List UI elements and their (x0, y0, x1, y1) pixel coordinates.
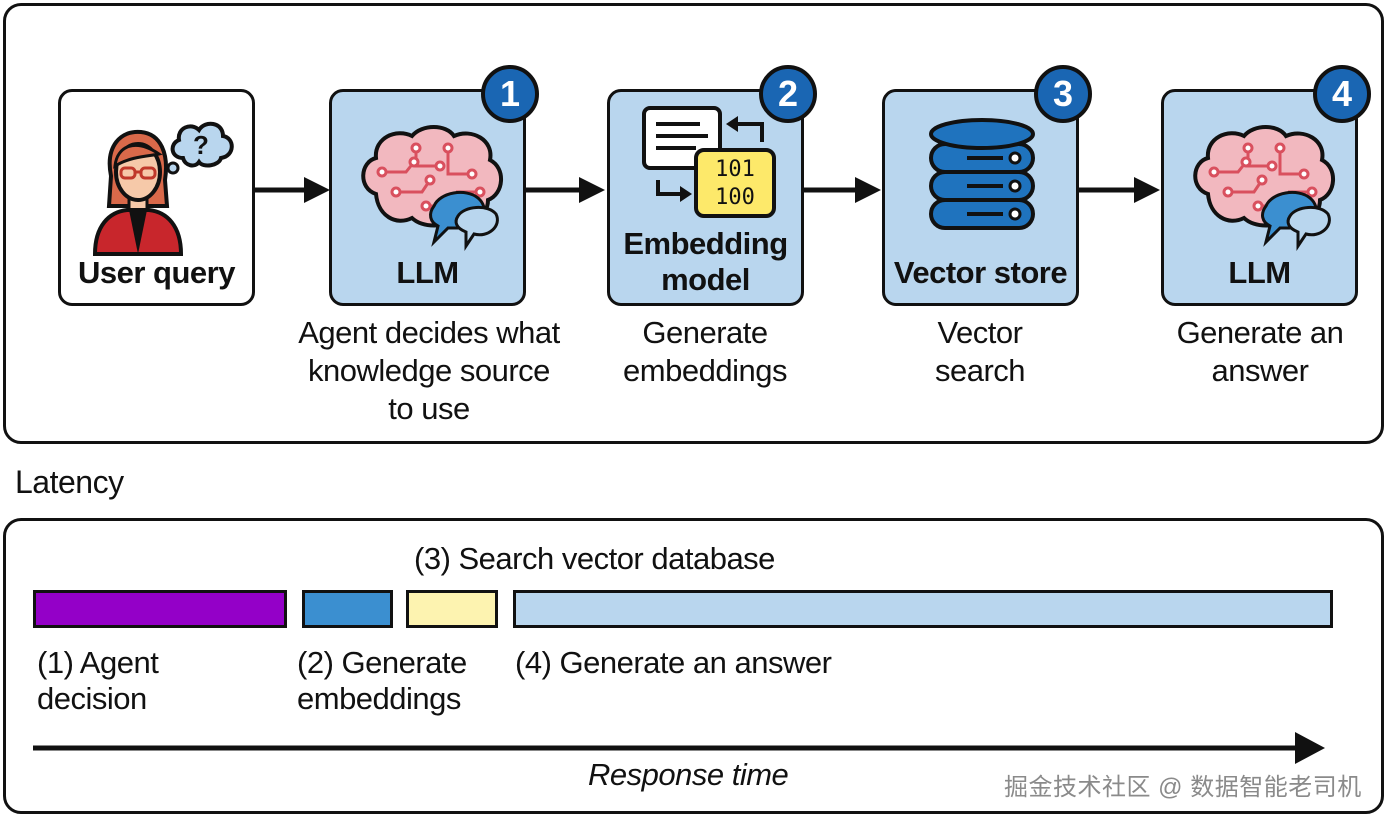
step-badge-2: 2 (759, 65, 817, 123)
step-badge-3: 3 (1034, 65, 1092, 123)
binary-line-1: 101 (715, 157, 755, 182)
latency-panel (3, 518, 1384, 814)
user-question-icon: ? (92, 121, 234, 256)
flow-arrow-2 (525, 177, 605, 203)
bar-generate-answer (512, 590, 1333, 628)
vector-store-node: Vector store (882, 89, 1079, 306)
llm-agent-node: LLM (329, 89, 526, 306)
document-to-binary-icon (642, 106, 776, 218)
llm-answer-node: LLM (1161, 89, 1358, 306)
bar-generate-embeddings (302, 590, 394, 628)
bar-label-generate-answer: (4) Generate an answer (515, 645, 832, 680)
response-time-axis (33, 732, 1325, 764)
step-badge-1: 1 (481, 65, 539, 123)
llm-agent-label: LLM (396, 255, 459, 290)
binary-line-2: 100 (715, 185, 755, 210)
embedding-model-node: 101 100 Embedding model (607, 89, 804, 306)
answer-caption: Generate an answer (1176, 315, 1344, 388)
svg-text:?: ? (193, 130, 209, 160)
flow-arrow-1 (252, 177, 330, 203)
user-query-label: User query (78, 255, 235, 290)
flow-arrow-4 (1078, 177, 1160, 203)
latency-title: Latency (15, 464, 124, 500)
embedding-model-label: Embedding model (623, 226, 788, 297)
database-icon (929, 118, 1035, 230)
bar-label-generate-embeddings: (2) Generate embeddings (297, 645, 467, 716)
bar-agent-decision (33, 590, 287, 628)
vector-store-label: Vector store (893, 255, 1068, 290)
response-time-label: Response time (588, 757, 789, 792)
step-badge-4: 4 (1313, 65, 1371, 123)
vector-search-caption: Vector search (934, 315, 1026, 388)
watermark: 掘金技术社区 @ 数据智能老司机 (1004, 774, 1362, 801)
user-query-node: ? User query (58, 89, 255, 306)
llm-answer-label: LLM (1228, 255, 1291, 290)
brain-icon (361, 125, 503, 251)
bar-label-agent-decision: (1) Agent decision (37, 645, 159, 716)
embedding-caption: Generate embeddings (623, 315, 787, 388)
flow-arrow-3 (803, 177, 881, 203)
bar-search-vector-database (406, 590, 499, 628)
llm-agent-caption: Agent decides what knowledge source to u… (298, 315, 560, 426)
bar-label-search-vector-database: (3) Search vector database (414, 541, 775, 576)
brain-icon (1193, 125, 1335, 251)
